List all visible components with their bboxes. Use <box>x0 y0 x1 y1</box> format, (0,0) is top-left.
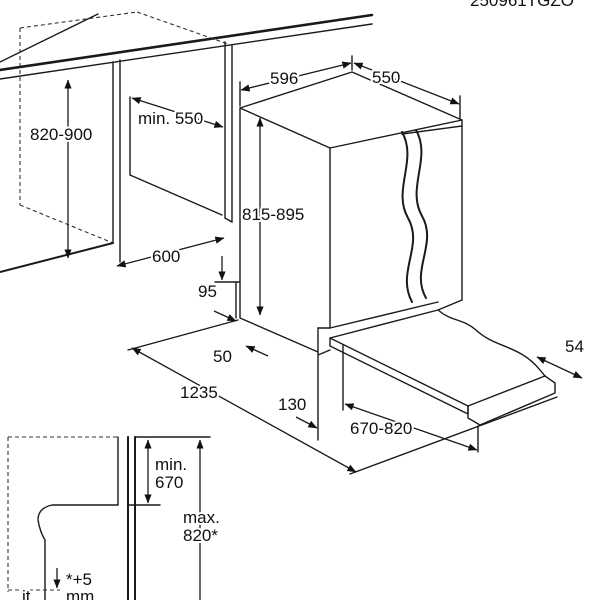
countertop-height-label: 820-900 <box>30 125 92 144</box>
niche-depth-arrow <box>131 97 224 128</box>
countertop-front-bottom <box>0 23 373 80</box>
niche-width-label: 600 <box>152 247 180 266</box>
detail-min-label: min. <box>155 455 187 474</box>
door-height-arrow <box>344 403 478 451</box>
plinth-offset-label: 130 <box>278 395 306 414</box>
right-cabinet-panel-bottom <box>224 217 233 223</box>
detail-tolerance-unit: mm <box>66 587 94 600</box>
floor-line <box>0 242 114 273</box>
plinth-bottom-edge <box>317 349 331 356</box>
niche-width-arrow <box>116 236 225 268</box>
plinth-depth-arrow-right <box>245 345 269 357</box>
plinth-depth-label: 50 <box>213 347 232 366</box>
plinth-detail: min. 670 max. 820* *+5 mm it <box>7 436 222 600</box>
detail-max-label: max. <box>183 508 220 527</box>
total-depth-arrow <box>131 347 357 473</box>
appliance-depth-label: 550 <box>372 68 400 87</box>
detail-tolerance-value: *+5 <box>66 570 92 589</box>
niche-inner-bottom <box>129 174 223 216</box>
dishwasher <box>239 71 556 426</box>
cutaway-wave-right <box>415 129 429 299</box>
tub-bottom-edge <box>329 301 439 329</box>
total-depth-label: 1235 <box>180 383 218 402</box>
plinth-offset-arrow <box>295 416 318 429</box>
detail-plinth-profile <box>37 504 119 600</box>
door-clearance-label: 54 <box>565 337 584 356</box>
door-height-label: 670-820 <box>350 419 412 438</box>
niche-dimensions: 820-900 min. 550 600 <box>28 79 225 268</box>
dishwasher-side-face-outline <box>239 107 319 353</box>
niche-back-top-edge <box>19 11 138 29</box>
plinth-height-label: 95 <box>198 282 217 301</box>
detail-min-value: 670 <box>155 473 183 492</box>
detail-partial-text: it <box>22 587 31 600</box>
total-depth-extension-back <box>127 319 239 351</box>
dishwasher-dimensions: 596 550 815-895 95 50 1235 130 670-820 5… <box>127 55 586 475</box>
niche-depth-label: min. 550 <box>138 109 203 128</box>
cutaway-wave-left <box>401 131 415 303</box>
control-panel-strip <box>401 125 463 135</box>
countertop-side-edge <box>0 13 99 63</box>
countertop-front-top <box>0 13 374 72</box>
niche-back-top-right-edge <box>136 11 229 45</box>
tub-bottom-right-edge <box>437 299 463 311</box>
niche-back-bottom-edge <box>19 204 114 244</box>
detail-max-value: 820* <box>183 526 218 545</box>
drawing-code: 250961TGZO <box>470 0 574 10</box>
plinth-depth-arrow-left <box>213 310 237 322</box>
open-door-top <box>329 309 546 407</box>
appliance-depth-arrow <box>353 62 460 105</box>
door-clearance-arrow <box>536 356 583 379</box>
appliance-width-arrow <box>240 61 352 92</box>
appliance-height-label: 815-895 <box>242 205 304 224</box>
appliance-width-label: 596 <box>270 69 298 88</box>
